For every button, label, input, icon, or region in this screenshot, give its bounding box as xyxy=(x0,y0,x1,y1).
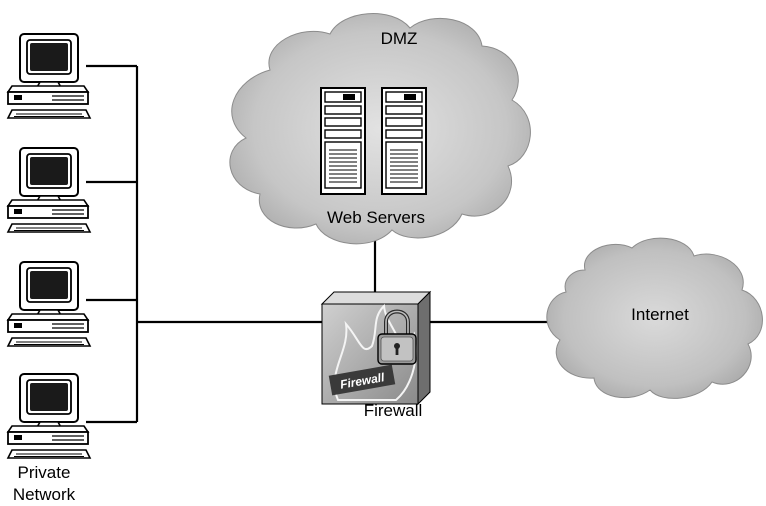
web-server-2 xyxy=(381,87,427,195)
private-network-label-line2: Network xyxy=(13,485,76,504)
workstation-1 xyxy=(7,33,91,119)
firewall: Firewall Firewall xyxy=(320,290,432,420)
desktop-computer-icon xyxy=(7,33,91,119)
cloud-icon xyxy=(546,237,763,399)
desktop-computer-icon xyxy=(7,373,91,459)
workstation-4 xyxy=(7,373,91,459)
internet-label: Internet xyxy=(631,305,689,324)
server-tower-icon xyxy=(381,87,427,195)
workstation-2 xyxy=(7,147,91,233)
workstation-3 xyxy=(7,261,91,347)
dmz-cloud: DMZ Web Servers xyxy=(229,13,531,245)
firewall-padlock-icon: Firewall xyxy=(320,290,432,406)
internet-cloud: Internet xyxy=(546,237,763,399)
server-tower-icon xyxy=(320,87,366,195)
dmz-label: DMZ xyxy=(381,29,418,48)
private-network: Private Network xyxy=(7,33,91,504)
cloud-icon xyxy=(229,13,531,245)
desktop-computer-icon xyxy=(7,261,91,347)
private-network-label-line1: Private xyxy=(18,463,71,482)
firewall-label: Firewall xyxy=(364,401,423,420)
web-server-1 xyxy=(320,87,366,195)
web-servers-label: Web Servers xyxy=(327,208,425,227)
connection-lines xyxy=(86,64,555,424)
desktop-computer-icon xyxy=(7,147,91,233)
